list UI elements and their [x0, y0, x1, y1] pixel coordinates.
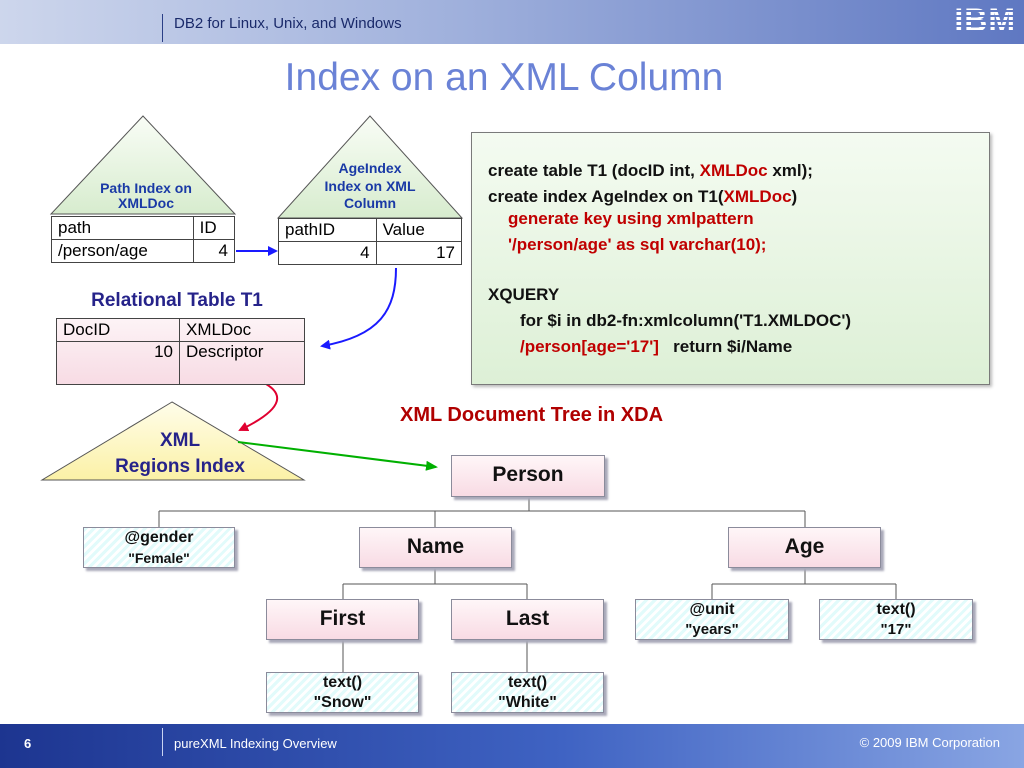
tree-node-last-text: text() "White" — [451, 672, 604, 713]
age-index-caption: AgeIndex Index on XML Column — [324, 160, 416, 211]
tree-node-gender: @gender "Female" — [83, 527, 235, 568]
code-line-xquery: XQUERY — [488, 285, 560, 304]
footer-title: pureXML Indexing Overview — [174, 736, 337, 751]
code-line-where-return: /person[age='17'] return $i/Name — [520, 337, 793, 356]
tree-node-person: Person — [451, 455, 605, 497]
relational-table-title: Relational Table T1 — [91, 290, 263, 311]
footer-divider — [162, 728, 163, 756]
relational-table: DocID XMLDoc 10 Descriptor — [56, 318, 305, 385]
code-line-generate-key: generate key using xmlpattern — [508, 209, 754, 228]
column-header: path — [51, 216, 194, 240]
copyright: © 2009 IBM Corporation — [859, 735, 1000, 750]
regions-index-triangle — [40, 401, 306, 481]
path-index-table: path ID /person/age 4 — [51, 216, 236, 263]
code-line-create-table: create table T1 (docID int, XMLDoc xml); — [488, 161, 813, 180]
code-line-for: for $i in db2-fn:xmlcolumn('T1.XMLDOC') — [520, 311, 852, 330]
regions-to-tree-arrow — [237, 441, 438, 471]
tree-node-last: Last — [451, 599, 604, 640]
regions-index-label: XML Regions Index — [115, 430, 245, 477]
table-cell: 17 — [375, 241, 463, 265]
product-name: DB2 for Linux, Unix, and Windows — [174, 15, 402, 32]
page-number: 6 — [24, 736, 32, 751]
table-cell: 10 — [56, 341, 180, 385]
header-bar — [0, 0, 1024, 44]
age-index-table: pathID Value 4 17 — [278, 218, 463, 265]
footer-bar — [0, 724, 1024, 768]
xml-tree-title: XML Document Tree in XDA — [400, 404, 664, 426]
tree-node-age-text: text() "17" — [819, 599, 973, 640]
ibm-logo: IBM — [954, 2, 1016, 38]
column-header: DocID — [56, 318, 180, 342]
table-cell: 4 — [278, 241, 377, 265]
tree-node-first: First — [266, 599, 419, 640]
tree-node-name: Name — [359, 527, 512, 568]
table-to-regions-arrow — [238, 379, 279, 432]
column-header: XMLDoc — [179, 318, 305, 342]
column-header: pathID — [278, 218, 377, 242]
path-index-caption: Path Index on XMLDoc — [100, 180, 192, 212]
code-line-create-index: create index AgeIndex on T1(XMLDoc) — [488, 187, 798, 206]
code-line-xmlpattern: '/person/age' as sql varchar(10); — [508, 235, 767, 254]
path-index-triangle — [49, 115, 237, 215]
header-divider — [162, 14, 163, 42]
column-header: ID — [192, 216, 236, 240]
table-cell: 4 — [192, 239, 236, 263]
tree-node-first-text: text() "Snow" — [266, 672, 419, 713]
tree-node-unit: @unit "years" — [635, 599, 789, 640]
column-header: Value — [375, 218, 463, 242]
table-cell: Descriptor — [179, 341, 305, 385]
tree-node-age: Age — [728, 527, 881, 568]
sql-code-box: create table T1 (docID int, XMLDoc xml);… — [471, 132, 990, 385]
page-title: Index on an XML Column — [284, 56, 724, 99]
tree-connectors — [158, 497, 897, 672]
table-cell: /person/age — [51, 239, 194, 263]
age-to-table-arrow — [320, 267, 397, 350]
